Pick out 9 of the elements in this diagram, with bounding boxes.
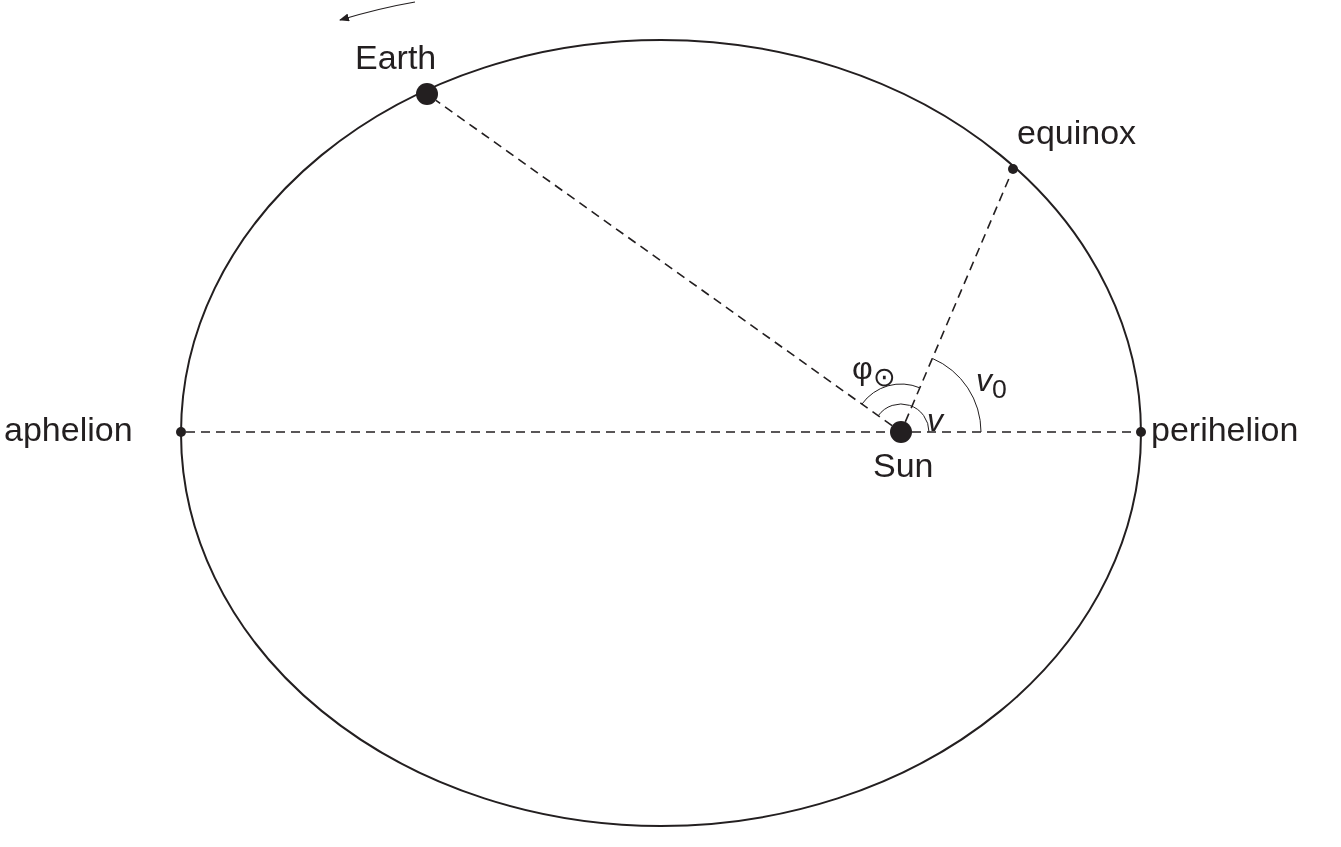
angle-symbol: v: [927, 402, 943, 438]
point-label: perihelion: [1151, 410, 1299, 448]
point-label: Earth: [355, 38, 437, 76]
point-label: aphelion: [4, 410, 133, 448]
angle-symbol: v$_{0}$: [976, 362, 1007, 407]
point-label: Sun: [873, 446, 934, 484]
dashed-line: [435, 99, 893, 427]
point-label: equinox: [1017, 113, 1137, 151]
angle-symbol: φ$_{⊙}$: [852, 350, 896, 395]
